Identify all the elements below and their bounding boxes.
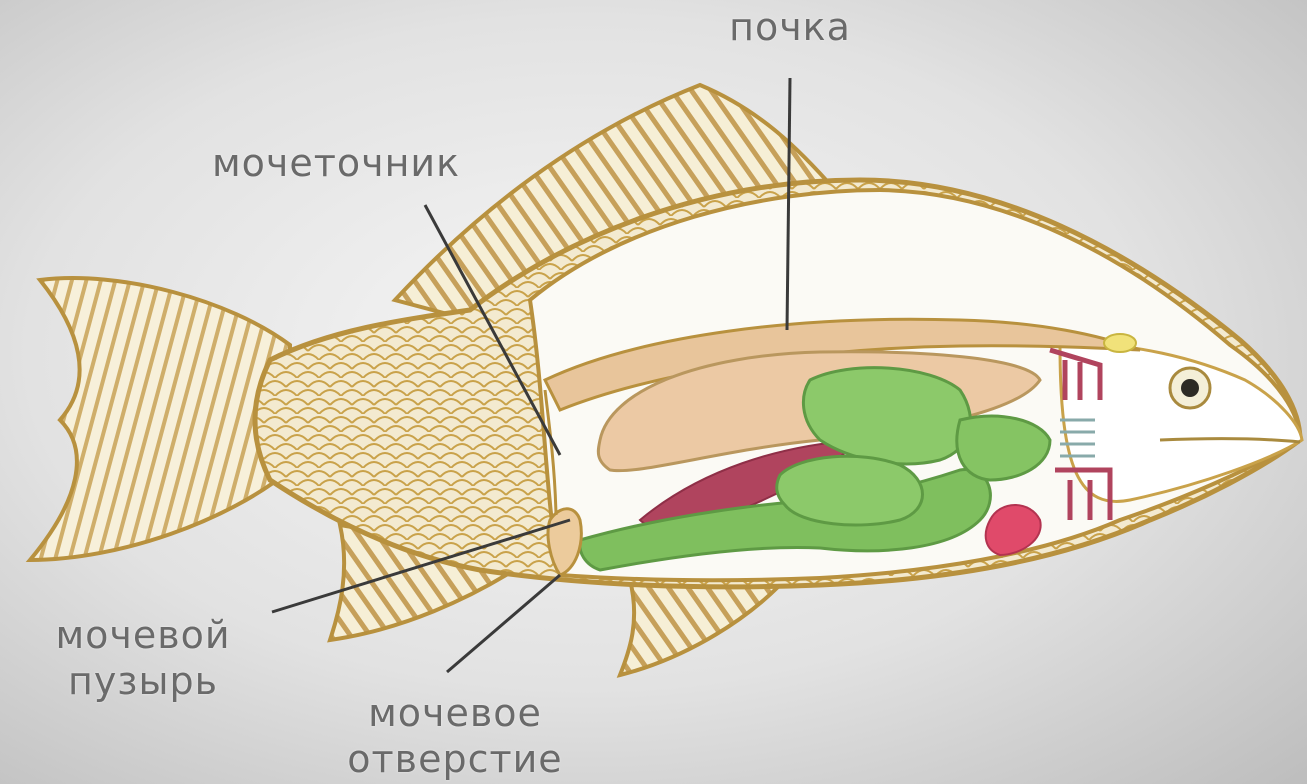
label-ureter-text: мочеточник [212,140,460,186]
label-urinary-opening: мочевое отверстие [305,690,605,782]
eye-pupil [1181,379,1199,397]
label-kidney-text: почка [700,4,880,50]
label-ureter: мочеточник [212,140,460,186]
tail-fin [30,278,290,560]
label-opening-line2: отверстие [305,736,605,782]
intestine-loops [777,456,923,525]
pelvic-fin [620,580,780,675]
label-bladder-line2: пузырь [18,658,268,704]
label-kidney: почка [700,4,880,50]
label-bladder-line1: мочевой [18,612,268,658]
label-urinary-bladder: мочевой пузырь [18,612,268,704]
brain [1104,334,1136,352]
label-opening-line1: мочевое [305,690,605,736]
